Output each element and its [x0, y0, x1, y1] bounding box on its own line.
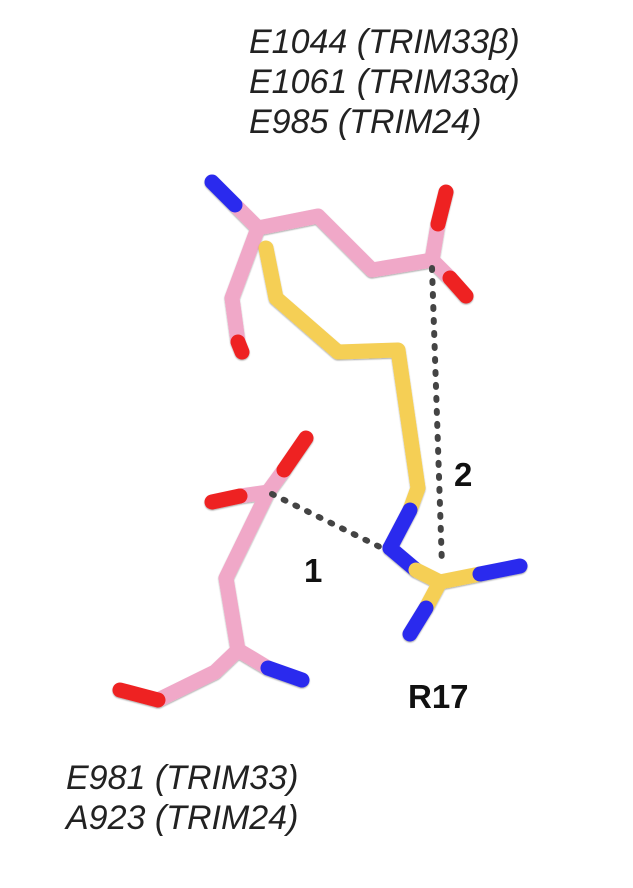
- hbond-1: [269, 491, 389, 553]
- top-residue-label-2: E1061 (TRIM33α): [249, 63, 520, 101]
- arginine-r17-sticks: [258, 240, 528, 642]
- bottom-residue-sticks: [112, 430, 314, 708]
- interaction-label-1: 1: [304, 552, 323, 589]
- top-residue-sticks: [204, 174, 474, 360]
- hydrogen-bonds: [269, 265, 445, 569]
- top-residue-label-3: E985 (TRIM24): [249, 103, 482, 141]
- arginine-label: R17: [408, 678, 469, 715]
- hbond-2: [429, 265, 445, 569]
- bottom-residue-label-1: E981 (TRIM33): [66, 759, 299, 797]
- top-residue-labels: E1044 (TRIM33β) E1061 (TRIM33α) E985 (TR…: [249, 22, 520, 142]
- interaction-label-2: 2: [454, 456, 473, 493]
- top-residue-label-1: E1044 (TRIM33β): [249, 23, 520, 61]
- bottom-residue-labels: E981 (TRIM33) A923 (TRIM24): [66, 758, 298, 838]
- bottom-residue-label-2: A923 (TRIM24): [66, 799, 299, 837]
